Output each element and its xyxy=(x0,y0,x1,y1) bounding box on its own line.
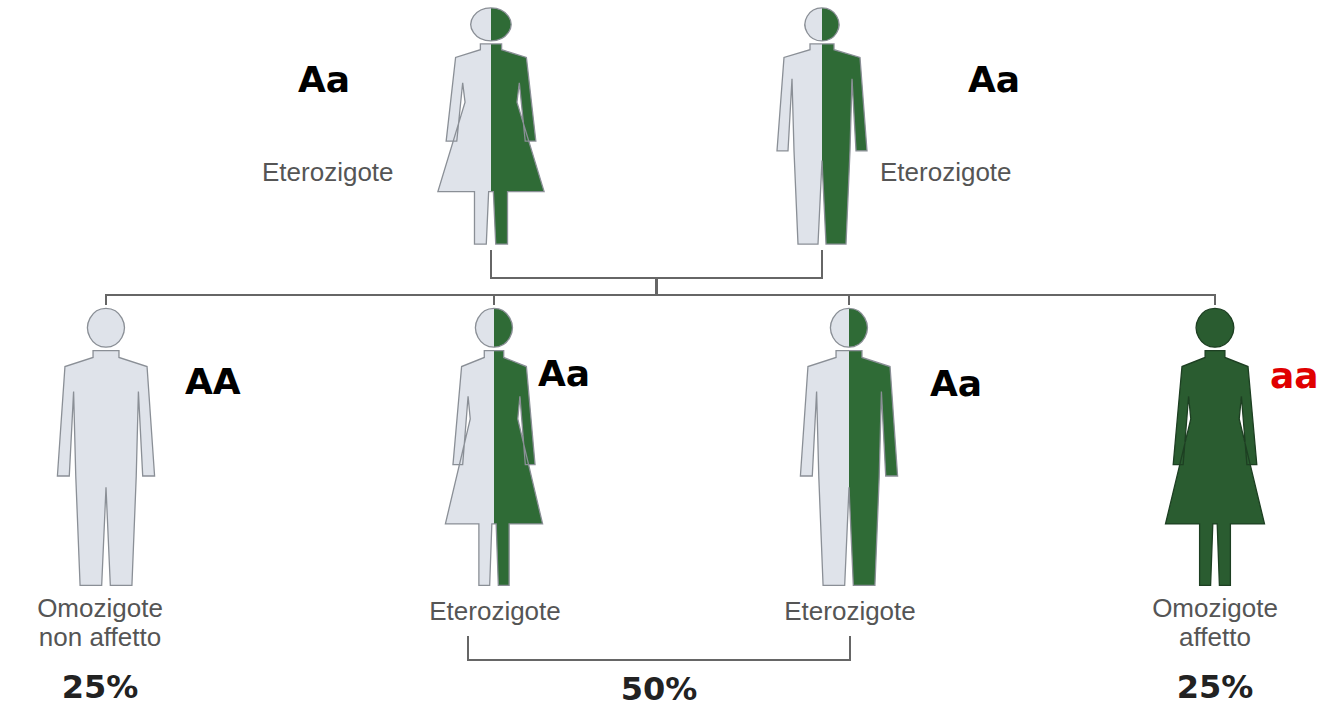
person-node: AaEterozigote xyxy=(262,5,552,250)
male-figure xyxy=(772,5,872,248)
percent-label: 25% xyxy=(25,670,175,705)
male-figure xyxy=(795,305,903,590)
zygosity-caption: Eterozigote xyxy=(262,158,394,187)
female-figure xyxy=(1160,305,1270,590)
zygosity-caption: Eterozigote xyxy=(880,158,1012,187)
female-figure xyxy=(440,305,548,590)
zygosity-caption: Omozigote non affetto xyxy=(25,594,175,651)
person-node: AA Omozigote non affetto 25% xyxy=(25,305,243,708)
genotype-label: Aa xyxy=(298,60,350,100)
zygosity-caption: Omozigote affetto xyxy=(1140,594,1290,651)
female-figure xyxy=(432,5,550,248)
zygosity-caption: Eterozigote xyxy=(410,597,580,626)
zygosity-caption: Eterozigote xyxy=(765,597,935,626)
genotype-label: aa xyxy=(1270,356,1319,396)
genotype-label: Aa xyxy=(538,354,590,394)
genotype-label: Aa xyxy=(930,364,982,404)
person-node: AaEterozigote xyxy=(772,5,1023,250)
male-figure xyxy=(52,305,160,590)
percent-label: 25% xyxy=(1140,670,1290,705)
genotype-label: Aa xyxy=(968,60,1020,100)
person-node: AaEterozigote xyxy=(765,305,985,628)
pedigree-line xyxy=(491,250,1215,305)
bracket-line xyxy=(468,636,850,660)
percent-label: 50% xyxy=(584,670,734,708)
genotype-label: AA xyxy=(185,362,241,402)
person-node: aaOmozigote affetto 25% xyxy=(1140,305,1321,708)
person-node: AaEterozigote xyxy=(410,305,593,628)
pedigree-line xyxy=(657,250,1216,305)
